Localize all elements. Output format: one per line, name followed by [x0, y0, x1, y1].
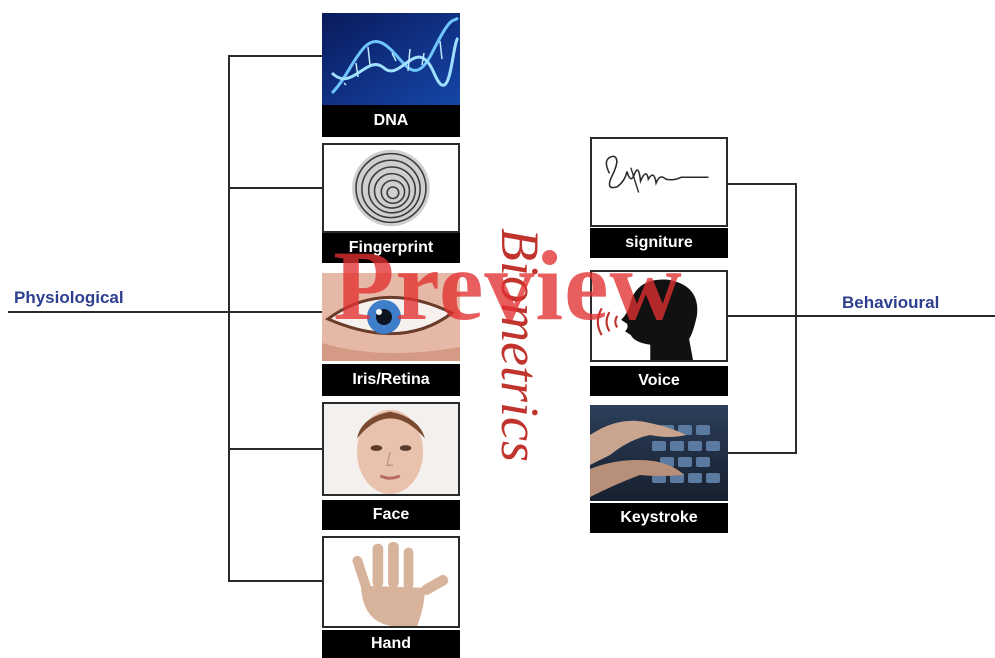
- face-connector: [228, 448, 323, 450]
- fingerprint-label: Fingerprint: [322, 233, 460, 263]
- behavioural-trunk-line: [795, 183, 797, 453]
- iris-retina-label: Iris/Retina: [322, 364, 460, 396]
- voice-icon: [592, 272, 726, 360]
- physiological-branch-line: [8, 311, 323, 313]
- dna-label: DNA: [322, 105, 460, 137]
- hand-connector: [228, 580, 323, 582]
- keyboard-icon: [590, 405, 728, 501]
- signature-image: [590, 137, 728, 227]
- iris-image: [322, 273, 460, 361]
- keystroke-image: [590, 405, 728, 501]
- voice-image: [590, 270, 728, 362]
- face-label: Face: [322, 500, 460, 530]
- preview-watermark: Preview: [333, 230, 683, 341]
- fingerprint-icon: [324, 145, 458, 231]
- keystroke-connector: [728, 452, 797, 454]
- behavioural-category-label: Behavioural: [842, 293, 940, 312]
- physiological-category-label: Physiological: [14, 288, 124, 307]
- fingerprint-image: [322, 143, 460, 233]
- behavioural-branch-line: [728, 315, 995, 317]
- face-image: [322, 402, 460, 496]
- signature-connector: [728, 183, 797, 185]
- fingerprint-connector: [228, 187, 323, 189]
- face-icon: [324, 404, 458, 494]
- hand-image: [322, 536, 460, 628]
- dna-image: [322, 13, 460, 105]
- keystroke-label: Keystroke: [590, 503, 728, 533]
- signature-label: signiture: [590, 228, 728, 258]
- signature-icon: [592, 139, 726, 225]
- dna-connector: [228, 55, 323, 57]
- eye-icon: [322, 273, 460, 361]
- hand-label: Hand: [322, 630, 460, 658]
- voice-label: Voice: [590, 366, 728, 396]
- physiological-trunk-line: [228, 55, 230, 581]
- dna-icon: [322, 13, 460, 105]
- hand-icon: [324, 538, 458, 626]
